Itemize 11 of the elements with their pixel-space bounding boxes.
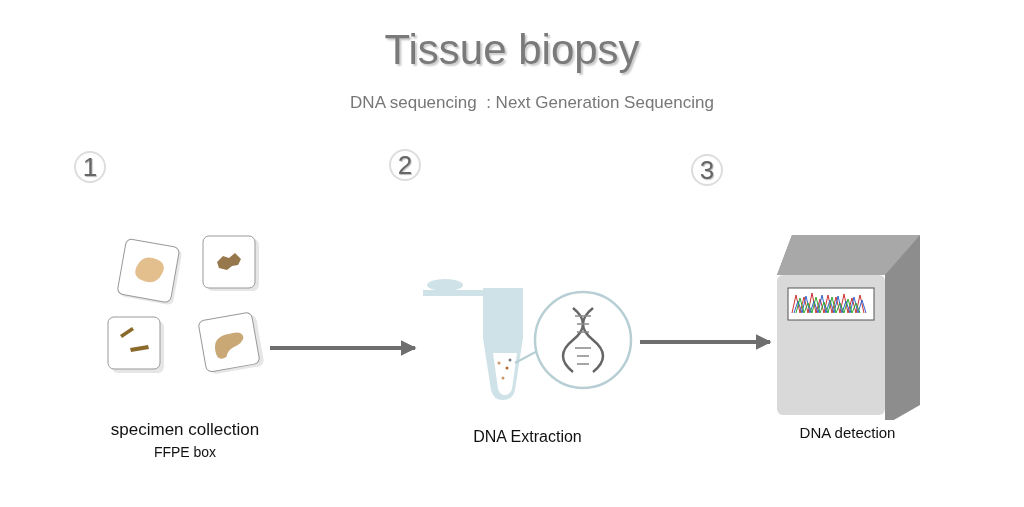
step-label: DNA Extraction xyxy=(472,428,583,446)
subtitle: DNA sequencing : Next Generation Sequencing xyxy=(349,93,715,113)
step-number: 3 xyxy=(691,154,723,186)
arrow xyxy=(270,340,417,356)
step-label: specimen collection xyxy=(109,420,261,440)
step-sublabel: FFPE box xyxy=(152,444,218,460)
step-number: 1 xyxy=(74,151,106,183)
arrow xyxy=(640,334,772,350)
step-label: DNA detection xyxy=(798,424,897,441)
step-number: 2 xyxy=(389,149,421,181)
diagram-title: Tissue biopsy xyxy=(383,26,641,74)
